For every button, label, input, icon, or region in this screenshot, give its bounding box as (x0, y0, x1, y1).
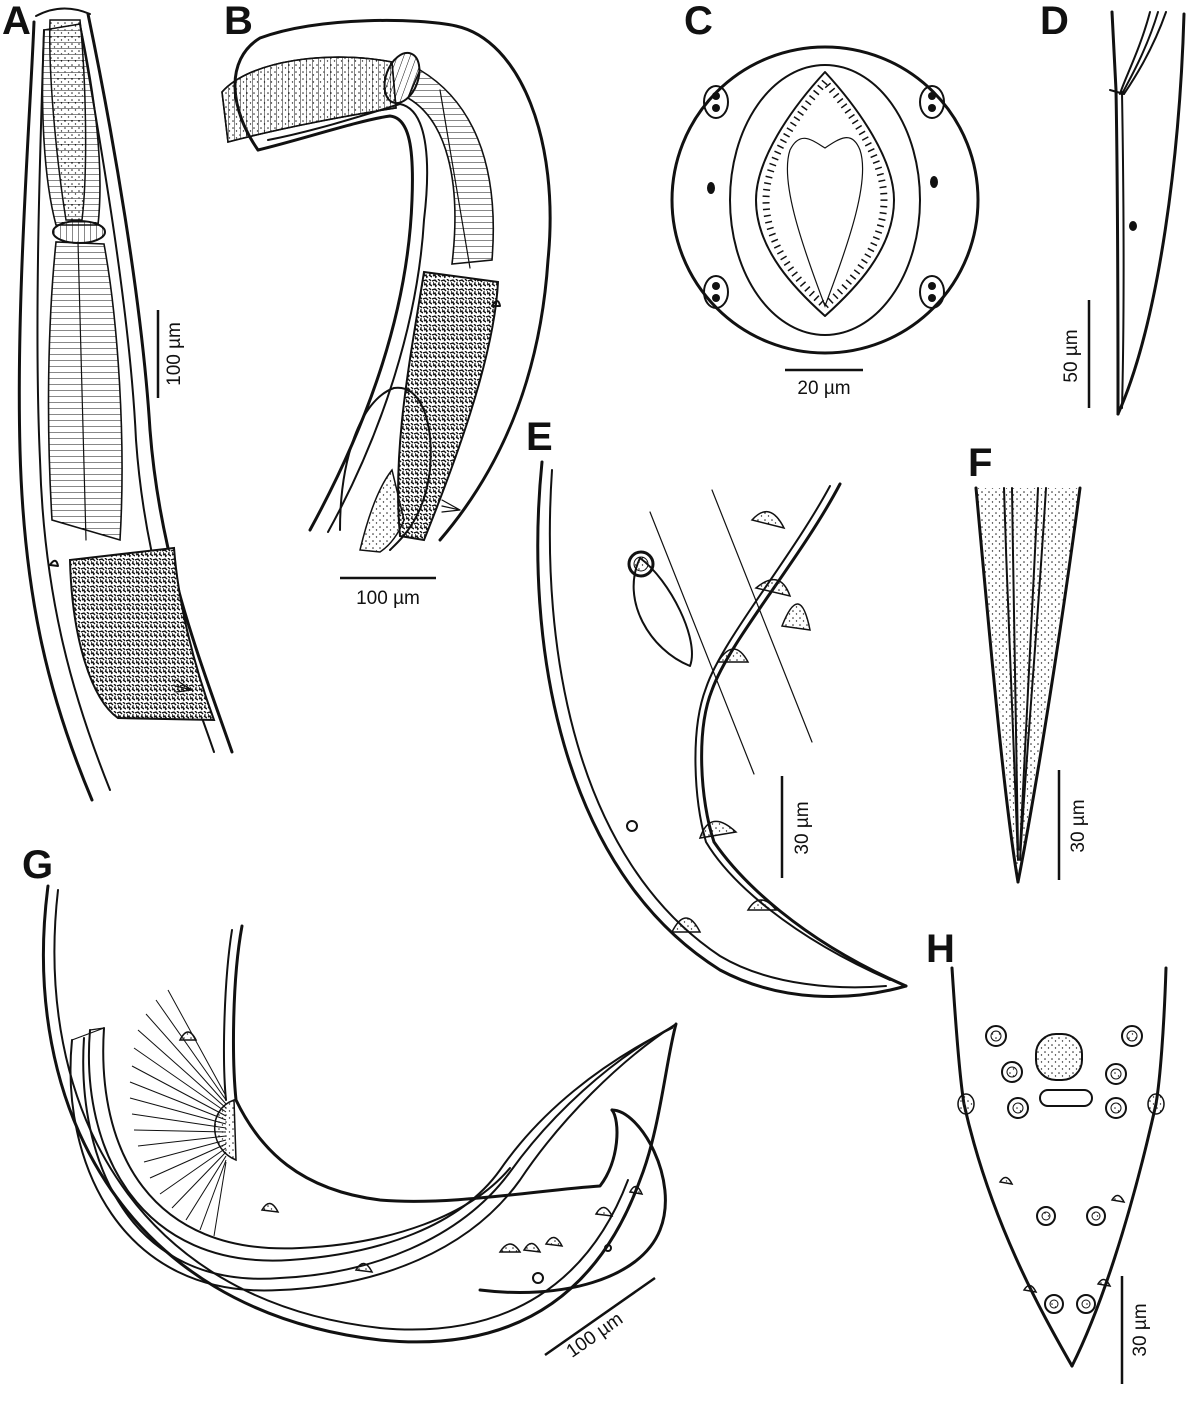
body-wall-right (86, 12, 234, 754)
spicule-canal (1011, 487, 1039, 851)
panel-c: C 20 µm (670, 0, 980, 399)
deirid (491, 300, 501, 307)
body-dorsal-outline (232, 924, 619, 1203)
phasmid (1129, 221, 1137, 231)
body-wall-inner (256, 114, 414, 532)
panel-letter-g: G (22, 843, 53, 887)
mouth-outer (755, 71, 895, 317)
glandular-oesophagus (397, 270, 500, 542)
scale-label-a: 100 µm (164, 322, 185, 386)
caudal-papillae (957, 1025, 1165, 1314)
cephalic-outline (670, 45, 980, 355)
body-wall-outer (233, 18, 552, 542)
body-wall-left (1110, 10, 1120, 416)
tail-right-edge (1070, 966, 1168, 1368)
panel-letter-f: F (968, 441, 992, 485)
postcloacal-lip (1039, 1089, 1093, 1107)
glandular-oesophagus (68, 546, 216, 722)
cephalic-papillae (703, 85, 945, 309)
scale-bar-g (544, 1276, 656, 1357)
radial-muscle-fibres (129, 989, 227, 1237)
spicule-right-edge (1016, 486, 1082, 884)
ventral-pad (214, 1098, 237, 1162)
panel-letter-d: D (1040, 0, 1069, 43)
scale-label-c: 20 µm (797, 378, 850, 399)
cloaca-wall (223, 929, 233, 1101)
spicule-base-right (89, 1027, 105, 1031)
oesophagus-lumen (77, 241, 87, 541)
teeth-row (762, 76, 888, 311)
panel-h: H 30 µm (926, 927, 1168, 1384)
head-cap (35, 7, 91, 17)
panel-a: A 100 µm (2, 0, 234, 802)
panel-f: F 30 µm (968, 441, 1089, 884)
cuticle-inner (267, 103, 429, 533)
nerve-ring (52, 220, 106, 244)
excretory-pore (175, 679, 193, 693)
spicule-line-1 (649, 511, 755, 775)
panel-letter-a: A (2, 0, 31, 43)
tail-dorsal-outline (700, 482, 908, 988)
spicule-line-2 (711, 489, 813, 743)
cloaca (1035, 1033, 1083, 1081)
buccal-capsule-striations (221, 56, 397, 144)
body-inner-ventral (53, 889, 629, 1331)
panel-b: B 100 µm (221, 0, 552, 609)
scale-label-d: 50 µm (1061, 329, 1082, 382)
muscular-oesophagus-posterior (47, 241, 123, 542)
panel-letter-b: B (224, 0, 253, 43)
internal-organ (339, 386, 432, 551)
cuticle-inner (1121, 91, 1125, 409)
caudal-papillae (626, 511, 811, 933)
body-wall-right (1116, 12, 1186, 416)
panel-letter-c: C (684, 0, 713, 43)
muscular-oesophagus-anterior (41, 23, 101, 226)
scale-label-b: 100 µm (356, 588, 420, 609)
muscular-oesophagus (406, 68, 495, 265)
spicule-right-inner (102, 1027, 511, 1250)
excretory-pore (441, 499, 461, 513)
panel-d: D 50 µm (1040, 0, 1186, 416)
scale-label-e: 30 µm (792, 801, 813, 854)
panel-letter-e: E (526, 415, 553, 459)
scale-label-h: 30 µm (1130, 1303, 1151, 1356)
panel-g: G (22, 843, 678, 1362)
spicule-left-edge (974, 486, 1020, 884)
tail-rays (1119, 11, 1167, 95)
spicule-left (69, 1023, 677, 1292)
tail-ventral-inner (548, 469, 887, 989)
panel-letter-h: H (926, 927, 955, 971)
caudal-papillae (178, 1031, 644, 1284)
oesophagus-lumen (439, 89, 471, 269)
spicule-inner-lines (1003, 487, 1047, 861)
cuticle-inner-left (36, 29, 111, 791)
spicule-right (88, 1027, 673, 1262)
body-outer-ventral (41, 884, 678, 1344)
scale-label-f: 30 µm (1068, 799, 1089, 852)
pharyngeal-lips (786, 137, 864, 308)
tail-left-edge (950, 966, 1074, 1368)
oral-field (729, 64, 921, 336)
tail-ventral-outer (536, 460, 908, 998)
body-wall-left (17, 20, 94, 802)
tail-junction (1109, 89, 1125, 95)
intestine-tip (359, 468, 405, 553)
panel-e: E 30 µm (526, 415, 908, 998)
spicule-base-left (71, 1027, 105, 1041)
gubernaculum (632, 557, 693, 667)
deirid (49, 559, 59, 567)
tail-tip (478, 1108, 667, 1294)
